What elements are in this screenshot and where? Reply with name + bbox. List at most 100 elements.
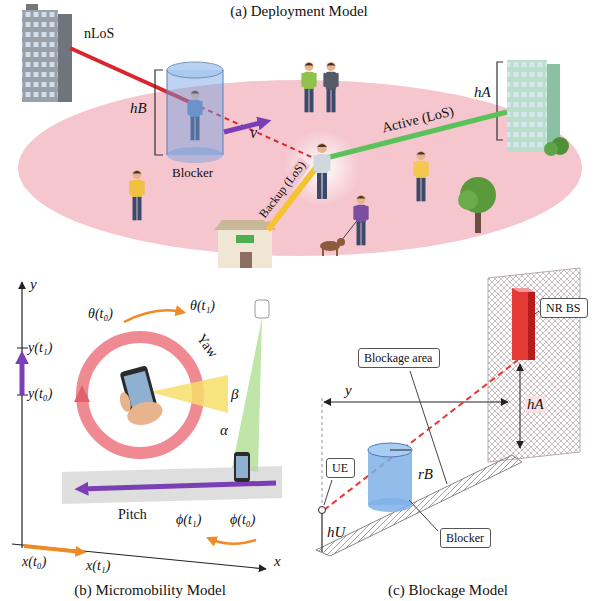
blocker-cylinder xyxy=(368,443,412,512)
blocker-cylinder xyxy=(223,70,224,155)
phone xyxy=(234,452,250,482)
dimension-label: hU xyxy=(327,524,345,541)
beam-cone xyxy=(150,300,269,472)
panel-title: (a) Deployment Model xyxy=(0,3,598,20)
blocker-cylinder xyxy=(167,147,223,163)
displacement-arrow xyxy=(20,356,25,395)
nlos-beam xyxy=(70,48,316,159)
base-station xyxy=(512,288,535,360)
leader-line xyxy=(410,371,447,484)
building xyxy=(236,235,254,243)
base-station xyxy=(512,288,528,360)
dog xyxy=(336,249,338,256)
building xyxy=(507,60,547,152)
callout-box: UE xyxy=(326,458,355,478)
panel-shape xyxy=(305,249,594,576)
rotation-label: Pitch xyxy=(118,507,147,523)
dog xyxy=(322,249,324,256)
panel-title: (c) Blockage Model xyxy=(298,582,598,599)
velocity-label: v xyxy=(250,124,257,142)
blockage-strip xyxy=(316,455,522,556)
axis xyxy=(21,282,22,548)
base-station xyxy=(528,292,535,360)
base-station xyxy=(512,288,535,292)
blocker-cylinder xyxy=(167,70,223,155)
dimension-line xyxy=(520,364,521,448)
building xyxy=(544,142,558,156)
angle-label: β xyxy=(231,386,238,403)
angle-label: α xyxy=(220,422,228,439)
axis xyxy=(17,348,28,349)
leader-line xyxy=(324,311,539,531)
user-equipment xyxy=(319,507,326,514)
people xyxy=(323,62,338,112)
blocker-cylinder xyxy=(167,62,223,163)
panel-region: (b) Micromobility Model xyxy=(0,238,300,601)
blocker-cylinder xyxy=(167,62,223,78)
angle-label: ϕ(t₁) xyxy=(176,512,201,528)
height-label: hB xyxy=(130,100,147,117)
callout-text: UE xyxy=(332,461,348,475)
phone-in-hand xyxy=(118,391,133,413)
callout-text: NR BS xyxy=(546,301,580,315)
blocker-cylinder xyxy=(368,498,412,512)
people xyxy=(353,195,368,245)
angle-label: ϕ(t₀) xyxy=(230,512,255,528)
position-label: y(t₀) xyxy=(28,386,52,402)
height-bracket xyxy=(155,70,163,155)
angle-label: θ(t₁) xyxy=(190,298,215,314)
position-label: y(t₁) xyxy=(28,340,52,356)
people xyxy=(314,143,331,199)
leader-line xyxy=(535,311,539,314)
panel-title: (b) Micromobility Model xyxy=(0,582,300,599)
los-line xyxy=(324,360,518,510)
rotation-label: Yaw xyxy=(193,331,221,361)
axis xyxy=(12,282,266,569)
blocker-cylinder xyxy=(368,450,412,505)
building xyxy=(26,4,38,10)
building xyxy=(22,4,72,102)
axis-label: x xyxy=(274,553,281,570)
panel-region: (c) Blockage Model NR BS Blockage areaUE Bl… xyxy=(298,238,598,601)
dog xyxy=(320,222,356,256)
radius-label: rB xyxy=(418,466,433,483)
panel-shape xyxy=(0,238,300,601)
pitch-bar xyxy=(80,483,276,489)
los-line xyxy=(324,360,518,510)
beam-cone xyxy=(232,318,262,472)
angle-arc xyxy=(210,539,256,544)
phone xyxy=(236,456,248,478)
callout-box: Blocker xyxy=(440,528,491,548)
callout-text: Blockage area xyxy=(364,351,432,365)
people xyxy=(301,62,316,112)
beam-cone xyxy=(255,300,269,318)
position-label: x(t₁) xyxy=(86,558,110,574)
blockage-strip xyxy=(316,455,522,556)
building xyxy=(507,60,547,152)
blocker-cylinder xyxy=(368,443,412,457)
displacement-arrow xyxy=(24,546,82,552)
object-label: Blocker xyxy=(172,166,213,181)
callout-box: Blockage area xyxy=(358,348,440,368)
blocker-cylinder xyxy=(390,450,411,451)
phone xyxy=(234,452,250,482)
callout-text: Blocker xyxy=(446,531,484,545)
blocker-cylinder xyxy=(167,70,168,155)
axis xyxy=(12,544,266,569)
building xyxy=(218,230,272,268)
position-label: x(t₀) xyxy=(22,554,46,570)
yaw-ring xyxy=(74,385,90,402)
people xyxy=(129,170,144,220)
building xyxy=(507,60,569,156)
leader-line xyxy=(324,480,332,505)
velocity-arrow xyxy=(224,122,266,133)
dog xyxy=(341,222,356,241)
building xyxy=(58,14,72,102)
leader-line xyxy=(409,500,438,531)
tree xyxy=(458,190,478,210)
people xyxy=(129,62,428,245)
dimension-line xyxy=(324,402,508,403)
dog xyxy=(337,238,345,246)
height-label: hA xyxy=(474,84,491,101)
